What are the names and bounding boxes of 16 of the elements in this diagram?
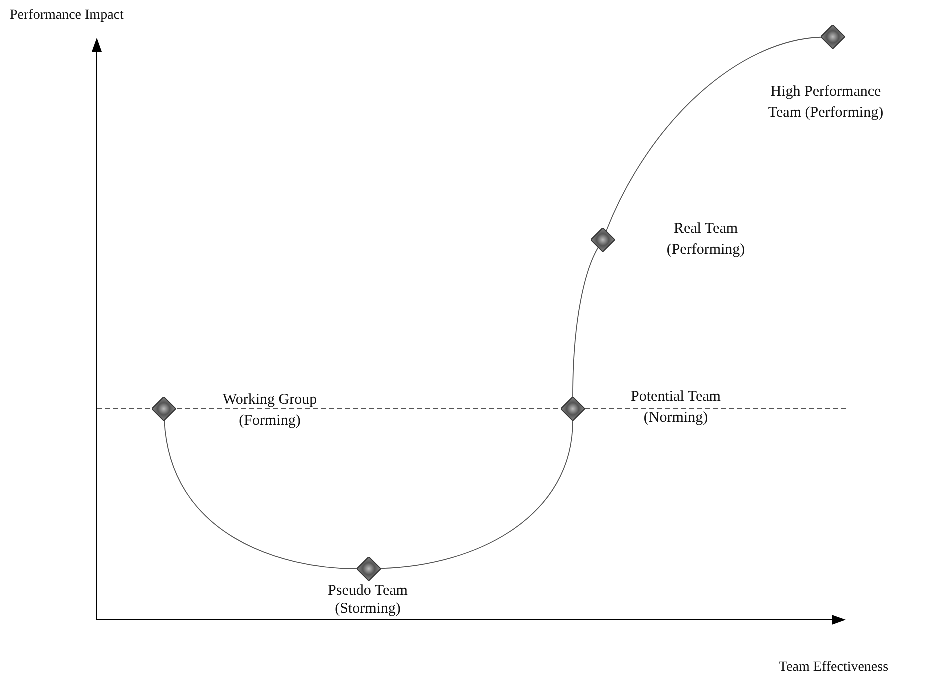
stage-label: High Performance Team (Performing) xyxy=(767,83,885,123)
axis-title: Performance Impact xyxy=(10,8,124,24)
axis-title: Team Effectiveness xyxy=(779,660,889,676)
diamond-marker xyxy=(561,397,585,421)
diamond-marker xyxy=(152,397,176,421)
stage-label: Working Group (Forming) xyxy=(222,391,318,431)
diamond-marker xyxy=(591,228,615,252)
diamond-marker xyxy=(821,25,845,49)
curve-line xyxy=(572,247,599,398)
stage-label: Pseudo Team (Storming) xyxy=(327,582,409,618)
diamond-marker xyxy=(357,557,381,581)
curve-line xyxy=(380,420,574,570)
curve-line xyxy=(164,420,358,570)
stage-label: Potential Team (Norming) xyxy=(630,388,722,428)
stage-label: Real Team (Performing) xyxy=(666,220,746,260)
curve-line xyxy=(606,36,822,232)
